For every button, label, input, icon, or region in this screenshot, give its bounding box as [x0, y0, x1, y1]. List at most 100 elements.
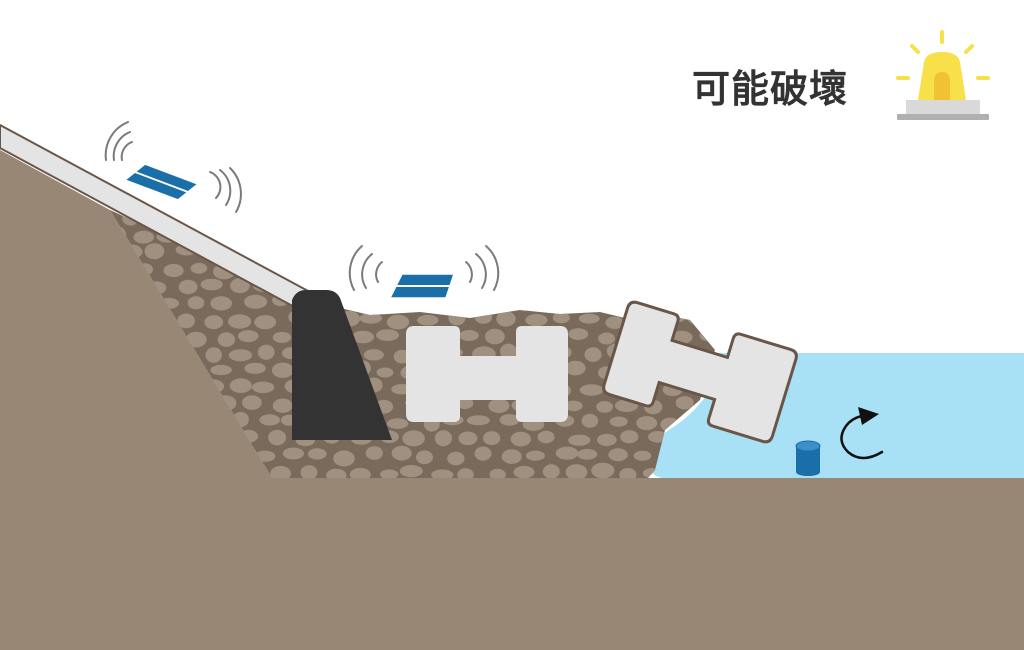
- rubble-stone: [474, 310, 493, 324]
- rubble-stone: [553, 280, 571, 294]
- h-block-tilted: [602, 300, 798, 444]
- rubble-stone: [511, 227, 528, 241]
- rubble-stone: [254, 245, 273, 261]
- rubble-stone: [485, 328, 505, 345]
- rubble-stone: [483, 431, 501, 446]
- rubble-stone: [500, 343, 517, 360]
- rubble-stone: [620, 259, 642, 274]
- wireless-signal-icon: [348, 245, 500, 291]
- rubble-stone: [467, 210, 490, 225]
- rubble-stone: [402, 430, 425, 447]
- rubble-stone: [645, 228, 669, 244]
- rubble-stone: [592, 296, 611, 307]
- ground: [0, 150, 1024, 650]
- rubble-stone: [305, 280, 328, 291]
- rubble-stone: [457, 468, 474, 478]
- tilt-sensor-icon: [388, 273, 456, 299]
- rubble-stone: [458, 431, 478, 446]
- rubble-stone: [523, 281, 544, 295]
- rubble-stone: [525, 213, 546, 227]
- alarm-beacon-icon: [896, 30, 990, 120]
- rubble-stone: [702, 265, 715, 278]
- rubble-stone: [432, 300, 455, 312]
- rubble-stone: [273, 262, 292, 274]
- rubble-stone: [176, 210, 197, 222]
- rubble-stone: [228, 314, 252, 329]
- rubble-stone: [244, 362, 266, 374]
- rubble-stone: [251, 212, 275, 224]
- rubble-stone: [525, 450, 545, 461]
- rubble-stone: [177, 313, 195, 329]
- rubble-stone: [417, 314, 439, 326]
- rubble-stone: [499, 414, 520, 426]
- rubble-stone: [190, 262, 208, 274]
- rubble-stone: [510, 431, 531, 447]
- rubble-stone: [632, 281, 651, 296]
- rubble-stone: [308, 448, 327, 460]
- rubble-stone: [502, 210, 523, 224]
- rubble-stone: [672, 294, 689, 308]
- rubble-stone: [648, 431, 668, 443]
- rubble-stone: [187, 296, 205, 310]
- rubble-stone: [386, 314, 410, 330]
- rubble-stone: [296, 225, 316, 239]
- rubble-stone: [577, 448, 598, 460]
- rubble-stone: [448, 310, 466, 326]
- rubble-stone: [529, 245, 547, 259]
- rubble-stone: [636, 416, 658, 431]
- rubble-stone: [272, 331, 292, 343]
- rubble-stone: [684, 275, 707, 291]
- rubble-stone: [460, 229, 479, 242]
- rubble-stone: [351, 330, 375, 344]
- rubble-stone: [468, 278, 492, 293]
- rubble-stone: [272, 398, 293, 413]
- rubble-stone: [608, 448, 628, 462]
- rubble-stone: [596, 401, 613, 413]
- rubble-stone: [701, 296, 715, 310]
- rubble-stone: [353, 227, 371, 238]
- rubble-stone: [434, 430, 452, 447]
- rubble-stone: [133, 230, 154, 244]
- rubble-stone: [241, 227, 258, 238]
- rubble-stone: [210, 296, 232, 311]
- rubble-stone: [365, 446, 383, 460]
- rubble-stone: [456, 397, 474, 410]
- rubble-stone: [244, 294, 268, 309]
- rubble-stone: [609, 416, 628, 427]
- rubble-stone: [416, 247, 440, 258]
- rubble-stone: [537, 430, 555, 444]
- rubble-stone: [427, 263, 447, 274]
- rubble-stone: [541, 262, 563, 279]
- rubble-stone: [391, 242, 408, 257]
- rubble-stone: [405, 227, 422, 242]
- rubble-stone: [561, 262, 583, 274]
- rubble-stone: [644, 261, 662, 274]
- tilt-sensor-icon: [795, 440, 821, 476]
- rubble-stone: [163, 263, 184, 278]
- rubble-stone: [431, 469, 454, 478]
- rubble-stone: [251, 381, 275, 394]
- rubble-stone: [660, 280, 684, 291]
- rubble-stone: [386, 418, 409, 429]
- rubble-stone: [313, 243, 332, 257]
- rubble-stone: [325, 264, 346, 275]
- rubble-stone: [333, 450, 355, 467]
- status-label: 可能破壞: [692, 67, 849, 111]
- rubble-stone: [619, 468, 637, 478]
- rubble-stone: [229, 378, 252, 394]
- rubble-stone: [483, 232, 500, 243]
- rubble-stone: [581, 413, 599, 428]
- rubble-stone: [417, 210, 440, 225]
- rubble-stone: [210, 364, 232, 376]
- rubble-stone: [349, 261, 370, 273]
- h-block-upright: [406, 326, 568, 422]
- tilt-sensor-icon: [123, 163, 200, 201]
- rubble-stone: [663, 245, 686, 260]
- rubble-stone: [550, 211, 573, 222]
- rubble-stone: [578, 313, 600, 324]
- rubble-stone: [568, 328, 589, 340]
- rubble-stone: [576, 211, 600, 228]
- rubble-stone: [584, 245, 601, 258]
- rubble-stone: [596, 433, 617, 446]
- rubble-stone: [507, 258, 531, 274]
